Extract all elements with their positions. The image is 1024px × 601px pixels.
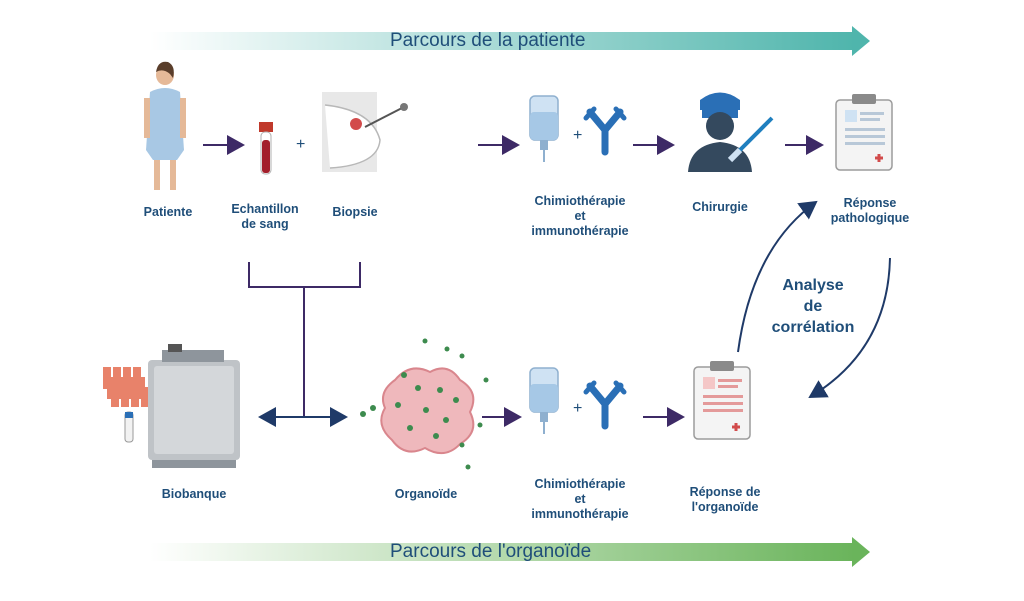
biobank-icon (103, 344, 240, 468)
biopsy-icon (322, 92, 408, 172)
banner-bottom-arrow (150, 537, 870, 567)
label-chirurgie: Chirurgie (692, 200, 748, 214)
label-biopsie: Biopsie (332, 205, 378, 219)
curve-arrow-down (808, 257, 891, 399)
antibody-icon-bottom (583, 380, 627, 430)
banner-bottom-text: Parcours de l'organoïde (390, 541, 592, 562)
label-chimio-bottom: Chimiothérapie et immunothérapie (531, 477, 629, 521)
label-patiente: Patiente (143, 205, 193, 219)
antibody-icon-top (583, 106, 627, 156)
label-analyse-correlation: Analyse de corrélation (771, 277, 855, 336)
plus-sign-3: + (573, 400, 583, 417)
iv-bag-icon-top (529, 95, 559, 162)
label-reponse-patho: Réponse pathologique (830, 196, 910, 225)
label-organoide: Organoïde (394, 487, 458, 501)
banner-top-text: Parcours de la patiente (390, 30, 586, 51)
curve-arrow-up (737, 200, 818, 353)
banner-top-arrow (150, 26, 870, 56)
sample-bracket (248, 262, 361, 288)
label-chimio-top: Chimiothérapie et immunothérapie (531, 194, 629, 238)
label-echantillon: Echantillon de sang (231, 202, 299, 231)
surgeon-icon (688, 92, 774, 172)
iv-bag-icon-bottom (529, 367, 559, 434)
label-biobanque: Biobanque (161, 487, 227, 501)
plus-sign-2: + (573, 127, 583, 144)
label-reponse-organoide: Réponse de l'organoïde (689, 485, 761, 514)
clipboard-icon-bottom (693, 361, 751, 440)
blood-tube-icon (259, 122, 273, 175)
plus-sign-1: + (296, 136, 306, 153)
clipboard-icon-top (835, 94, 893, 171)
organoid-icon (360, 338, 489, 470)
patient-icon (144, 61, 186, 190)
